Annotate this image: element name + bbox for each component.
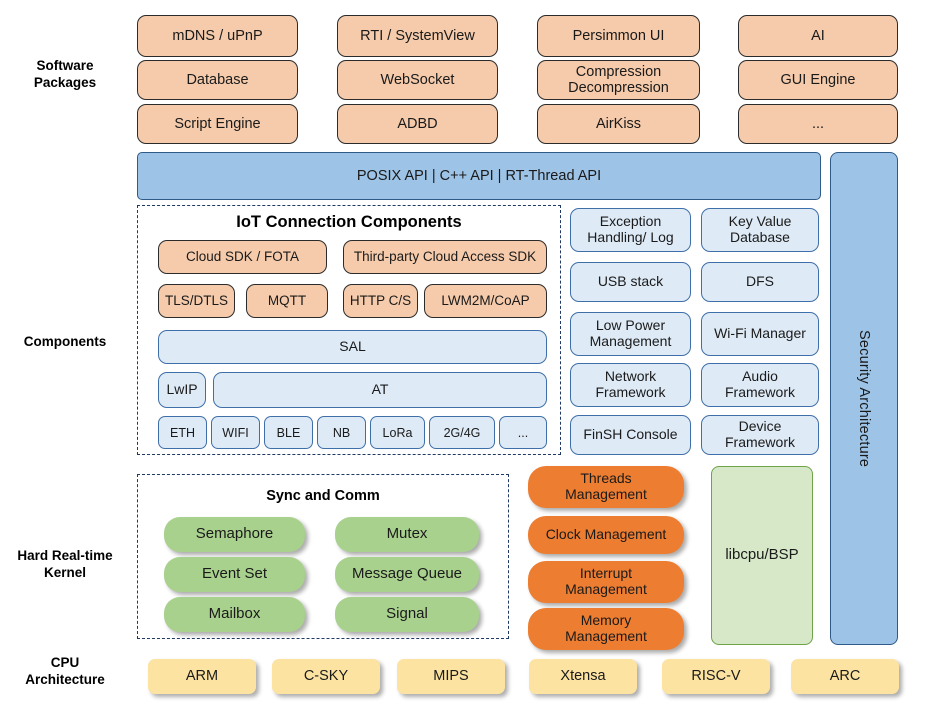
iot-link-box[interactable]: BLE: [264, 416, 313, 449]
component-box[interactable]: FinSH Console: [570, 415, 691, 455]
cpu-arch-box[interactable]: RISC-V: [662, 659, 770, 694]
package-box[interactable]: RTI / SystemView: [337, 15, 498, 57]
iot-protocol-box[interactable]: LWM2M/CoAP: [424, 284, 547, 318]
iot-at-box[interactable]: AT: [213, 372, 547, 408]
iot-protocol-box[interactable]: MQTT: [246, 284, 328, 318]
iot-connection-components-title: IoT Connection Components: [236, 213, 462, 231]
cpu-arch-box[interactable]: ARM: [148, 659, 256, 694]
iot-protocol-box[interactable]: TLS/DTLS: [158, 284, 235, 318]
security-architecture-label: Security Architecture: [856, 329, 873, 468]
package-box[interactable]: GUI Engine: [738, 60, 898, 100]
iot-link-box[interactable]: ...: [499, 416, 547, 449]
cpu-arch-box[interactable]: ARC: [791, 659, 899, 694]
iot-link-box[interactable]: 2G/4G: [429, 416, 495, 449]
cpu-arch-box[interactable]: C-SKY: [272, 659, 380, 694]
libcpu-bsp-box[interactable]: libcpu/BSP: [711, 466, 813, 645]
package-box[interactable]: ADBD: [337, 104, 498, 144]
component-box[interactable]: Wi-Fi Manager: [701, 312, 819, 356]
package-box[interactable]: Database: [137, 60, 298, 100]
iot-cloud-box[interactable]: Cloud SDK / FOTA: [158, 240, 327, 274]
sync-primitive-box[interactable]: Signal: [335, 597, 479, 632]
row-label-software-packages: Software Packages: [33, 58, 97, 90]
iot-cloud-box[interactable]: Third-party Cloud Access SDK: [343, 240, 547, 274]
iot-link-box[interactable]: ETH: [158, 416, 207, 449]
sync-primitive-box[interactable]: Semaphore: [164, 517, 305, 552]
sync-and-comm-container: [137, 474, 509, 639]
iot-link-box[interactable]: NB: [317, 416, 366, 449]
sync-primitive-box[interactable]: Mutex: [335, 517, 479, 552]
component-box[interactable]: Key Value Database: [701, 208, 819, 252]
kernel-management-box[interactable]: Interrupt Management: [528, 561, 684, 603]
sync-primitive-box[interactable]: Message Queue: [335, 557, 479, 592]
package-box[interactable]: WebSocket: [337, 60, 498, 100]
iot-protocol-box[interactable]: HTTP C/S: [343, 284, 418, 318]
sync-primitive-box[interactable]: Event Set: [164, 557, 305, 592]
security-architecture-band: Security Architecture: [830, 152, 898, 645]
component-box[interactable]: USB stack: [570, 262, 691, 302]
kernel-management-box[interactable]: Clock Management: [528, 516, 684, 554]
cpu-arch-box[interactable]: MIPS: [397, 659, 505, 694]
component-box[interactable]: Device Framework: [701, 415, 819, 455]
sync-and-comm-title: Sync and Comm: [266, 488, 380, 504]
component-box[interactable]: DFS: [701, 262, 819, 302]
component-box[interactable]: Network Framework: [570, 363, 691, 407]
kernel-management-box[interactable]: Memory Management: [528, 608, 684, 650]
sync-primitive-box[interactable]: Mailbox: [164, 597, 305, 632]
iot-lwip-box[interactable]: LwIP: [158, 372, 206, 408]
package-box[interactable]: mDNS / uPnP: [137, 15, 298, 57]
component-box[interactable]: Low Power Management: [570, 312, 691, 356]
cpu-arch-box[interactable]: Xtensa: [529, 659, 637, 694]
kernel-management-box[interactable]: Threads Management: [528, 466, 684, 508]
package-box[interactable]: Persimmon UI: [537, 15, 700, 57]
package-box[interactable]: Script Engine: [137, 104, 298, 144]
package-box[interactable]: ...: [738, 104, 898, 144]
row-label-components: Components: [23, 334, 107, 349]
iot-sal-box[interactable]: SAL: [158, 330, 547, 364]
component-box[interactable]: Exception Handling/ Log: [570, 208, 691, 252]
package-box[interactable]: AI: [738, 15, 898, 57]
iot-connection-components-container: [137, 205, 561, 455]
iot-link-box[interactable]: WIFI: [211, 416, 260, 449]
row-label-kernel: Hard Real-time Kernel: [17, 548, 113, 580]
component-box[interactable]: Audio Framework: [701, 363, 819, 407]
package-box[interactable]: AirKiss: [537, 104, 700, 144]
api-band: POSIX API | C++ API | RT-Thread API: [137, 152, 821, 200]
row-label-cpu-architecture: CPU Architecture: [25, 655, 105, 687]
iot-link-box[interactable]: LoRa: [370, 416, 425, 449]
package-box[interactable]: Compression Decompression: [537, 60, 700, 100]
